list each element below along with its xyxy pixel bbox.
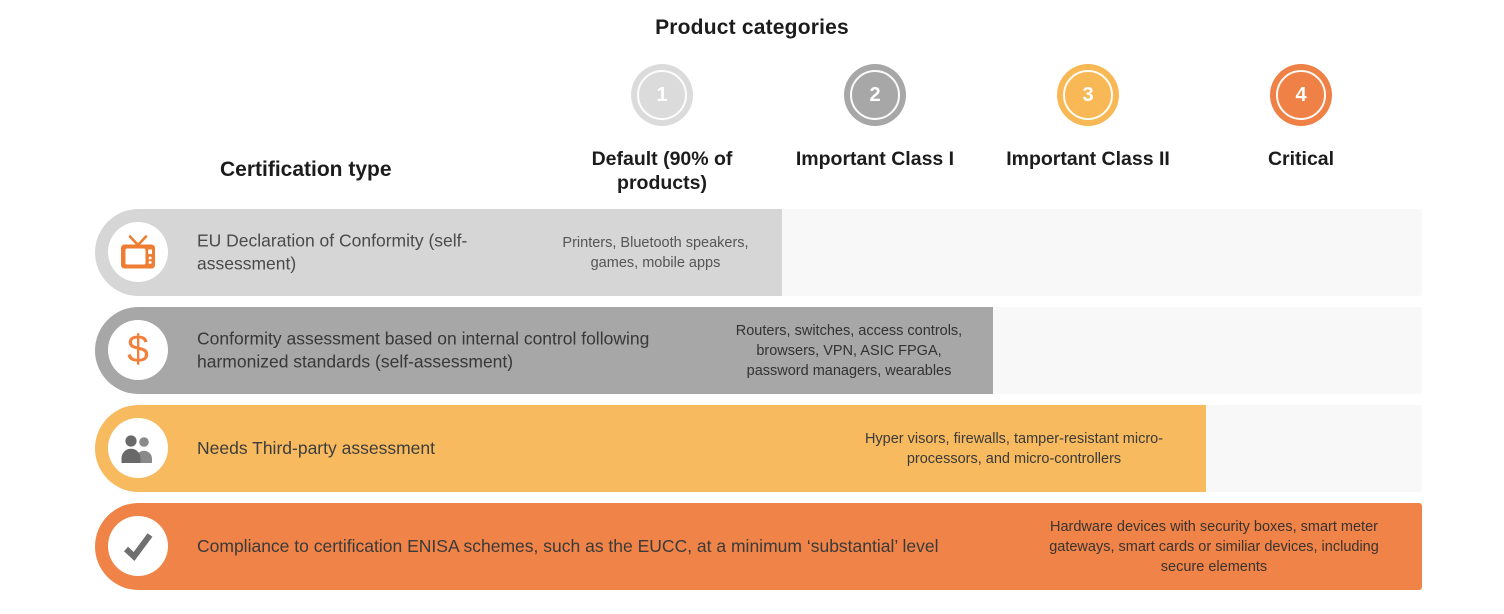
row-third-party: Needs Third-party assessment Hyper visor… <box>95 405 1422 492</box>
people-icon <box>108 418 168 478</box>
row-bar: EU Declaration of Conformity (self-asses… <box>95 209 782 296</box>
category-1-number: 1 <box>656 83 668 106</box>
column-header-important-class-2: 3 Important Class II <box>981 64 1195 171</box>
certification-text: EU Declaration of Conformity (self-asses… <box>197 229 468 274</box>
column-header-default: 1 Default (90% of products) <box>555 64 769 195</box>
category-4-badge: 4 <box>1270 64 1332 126</box>
category-2-badge: 2 <box>844 64 906 126</box>
products-text: Printers, Bluetooth speakers, games, mob… <box>562 234 749 271</box>
dollar-icon: $ <box>108 320 168 380</box>
category-3-label: Important Class II <box>1006 148 1170 170</box>
certification-text: Needs Third-party assessment <box>197 437 435 458</box>
category-1-label: Default (90% of products) <box>591 148 733 194</box>
certification-text: Conformity assessment based on internal … <box>197 327 650 372</box>
row-bar: Compliance to certification ENISA scheme… <box>95 503 1422 590</box>
category-3-badge: 3 <box>1057 64 1119 126</box>
certification-type-header: Certification type <box>220 158 392 181</box>
row-enisa-certification: Compliance to certification ENISA scheme… <box>95 503 1422 590</box>
category-4-label: Critical <box>1267 148 1335 170</box>
row-bar: $ Conformity assessment based on interna… <box>95 307 993 394</box>
column-header-critical: 4 Critical <box>1194 64 1408 171</box>
category-2-label: Important Class I <box>795 148 955 170</box>
category-4-number: 4 <box>1295 83 1307 106</box>
dollar-glyph: $ <box>127 327 149 371</box>
row-bar: Needs Third-party assessment <box>95 405 1206 492</box>
products-text: Hardware devices with security boxes, sm… <box>1049 518 1379 575</box>
row-self-assessment: EU Declaration of Conformity (self-asses… <box>95 209 1422 296</box>
check-icon <box>108 516 168 576</box>
category-1-badge: 1 <box>631 64 693 126</box>
products-text: Hyper visors, firewalls, tamper-resistan… <box>864 430 1164 467</box>
category-2-number: 2 <box>869 83 881 106</box>
products-text: Routers, switches, access controls, brow… <box>735 322 963 379</box>
certification-text: Compliance to certification ENISA scheme… <box>197 535 939 556</box>
tv-icon <box>108 222 168 282</box>
category-3-number: 3 <box>1082 83 1094 106</box>
row-internal-control: $ Conformity assessment based on interna… <box>95 307 1422 394</box>
column-header-important-class-1: 2 Important Class I <box>768 64 982 171</box>
page-title: Product categories <box>655 16 849 39</box>
